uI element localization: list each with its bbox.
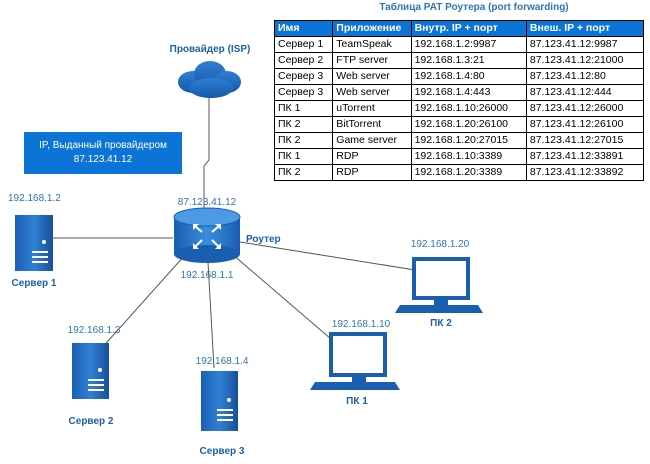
header-name: Имя bbox=[273, 20, 334, 37]
cell-internal: 192.168.1.20:27015 bbox=[410, 132, 527, 149]
pc1-ip: 192.168.1.10 bbox=[332, 319, 391, 330]
cell-application: BitTorrent bbox=[332, 116, 412, 133]
cell-internal: 192.168.1.3:21 bbox=[410, 52, 527, 69]
table-row: Сервер 3 Web server 192.168.1.4:80 87.12… bbox=[273, 68, 645, 85]
cell-name: ПК 1 bbox=[273, 100, 334, 117]
cell-name: Сервер 3 bbox=[273, 84, 334, 101]
cell-external: 87.123.41.12:444 bbox=[525, 84, 645, 101]
cell-application: Game server bbox=[332, 132, 412, 149]
pc2-icon bbox=[395, 257, 483, 313]
cell-external: 87.123.41.12:26100 bbox=[525, 116, 645, 133]
server3-name: Сервер 3 bbox=[200, 446, 245, 457]
router-wan-ip: 87.123.41.12 bbox=[178, 197, 237, 208]
table-row: ПК 1 RDP 192.168.1.10:3389 87.123.41.12:… bbox=[273, 148, 645, 165]
cell-internal: 192.168.1.4:443 bbox=[410, 84, 527, 101]
isp-label: Провайдер (ISP) bbox=[170, 44, 251, 55]
server3-ip: 192.168.1.4 bbox=[196, 356, 249, 367]
table-row: Сервер 2 FTP server 192.168.1.3:21 87.12… bbox=[273, 52, 645, 69]
cell-internal: 192.168.1.20:3389 bbox=[410, 164, 527, 181]
isp-cloud-icon bbox=[178, 61, 241, 98]
cell-application: Web server bbox=[332, 68, 412, 85]
table-row: ПК 2 RDP 192.168.1.20:3389 87.123.41.12:… bbox=[273, 164, 645, 181]
cell-external: 87.123.41.12:80 bbox=[525, 68, 645, 85]
table-row: ПК 2 BitTorrent 192.168.1.20:26100 87.12… bbox=[273, 116, 645, 133]
table-row: ПК 1 uTorrent 192.168.1.10:26000 87.123.… bbox=[273, 100, 645, 117]
pc2-ip: 192.168.1.20 bbox=[411, 239, 470, 250]
cell-name: ПК 2 bbox=[273, 116, 334, 133]
isp-ip-info-line2: 87.123.41.12 bbox=[73, 154, 133, 165]
router-lan-ip: 192.168.1.1 bbox=[181, 270, 234, 281]
header-internal-ip-port: Внутр. IP + порт bbox=[410, 20, 527, 37]
links bbox=[52, 95, 416, 369]
cell-name: Сервер 2 bbox=[273, 52, 334, 69]
pat-table-header-row: Имя Приложение Внутр. IP + порт Внеш. IP… bbox=[273, 20, 645, 37]
cell-external: 87.123.41.12:33892 bbox=[525, 164, 645, 181]
cell-internal: 192.168.1.10:26000 bbox=[410, 100, 527, 117]
cell-external: 87.123.41.12:26000 bbox=[525, 100, 645, 117]
cell-application: TeamSpeak bbox=[332, 36, 412, 53]
cell-name: Сервер 3 bbox=[273, 68, 334, 85]
header-external-ip-port: Внеш. IP + порт bbox=[525, 20, 645, 37]
link-router-pc2 bbox=[239, 241, 416, 271]
cell-name: ПК 2 bbox=[273, 164, 334, 181]
server2-ip: 192.168.1.3 bbox=[68, 325, 121, 336]
server2-icon bbox=[72, 343, 109, 399]
header-application: Приложение bbox=[332, 20, 412, 37]
cell-application: uTorrent bbox=[332, 100, 412, 117]
pat-table: Имя Приложение Внутр. IP + порт Внеш. IP… bbox=[273, 20, 645, 181]
pc1-name: ПК 1 bbox=[346, 396, 368, 407]
cell-application: RDP bbox=[332, 164, 412, 181]
cell-name: ПК 1 bbox=[273, 148, 334, 165]
pat-table-title: Таблица PAT Роутера (port forwarding) bbox=[379, 2, 569, 13]
cell-internal: 192.168.1.4:80 bbox=[410, 68, 527, 85]
cell-external: 87.123.41.12:21000 bbox=[525, 52, 645, 69]
isp-ip-info-box: IP, Выданный провайдером 87.123.41.12 bbox=[24, 132, 182, 174]
table-row: Сервер 3 Web server 192.168.1.4:443 87.1… bbox=[273, 84, 645, 101]
link-isp-router bbox=[203, 95, 210, 212]
cell-internal: 192.168.1.20:26100 bbox=[410, 116, 527, 133]
pc1-icon bbox=[310, 332, 400, 390]
server1-icon bbox=[15, 215, 53, 271]
cell-application: FTP server bbox=[332, 52, 412, 69]
router-label: Роутер bbox=[246, 234, 281, 245]
router-icon bbox=[173, 207, 241, 263]
server2-name: Сервер 2 bbox=[69, 416, 114, 427]
pc2-name: ПК 2 bbox=[430, 318, 452, 329]
cell-application: Web server bbox=[332, 84, 412, 101]
table-row: Сервер 1 TeamSpeak 192.168.1.2:9987 87.1… bbox=[273, 36, 645, 53]
cell-internal: 192.168.1.10:3389 bbox=[410, 148, 527, 165]
link-router-pc1 bbox=[231, 253, 339, 346]
table-row: ПК 2 Game server 192.168.1.20:27015 87.1… bbox=[273, 132, 645, 149]
server1-ip: 192.168.1.2 bbox=[8, 193, 61, 204]
cell-name: Сервер 1 bbox=[273, 36, 334, 53]
link-router-server3 bbox=[207, 261, 215, 369]
cell-application: RDP bbox=[332, 148, 412, 165]
cell-name: ПК 2 bbox=[273, 132, 334, 149]
cell-external: 87.123.41.12:27015 bbox=[525, 132, 645, 149]
server1-name: Сервер 1 bbox=[12, 278, 57, 289]
link-router-server2 bbox=[99, 254, 186, 351]
cell-external: 87.123.41.12:9987 bbox=[525, 36, 645, 53]
isp-ip-info-line1: IP, Выданный провайдером bbox=[39, 140, 167, 151]
server3-icon bbox=[201, 371, 238, 431]
cell-internal: 192.168.1.2:9987 bbox=[410, 36, 527, 53]
cell-external: 87.123.41.12:33891 bbox=[525, 148, 645, 165]
